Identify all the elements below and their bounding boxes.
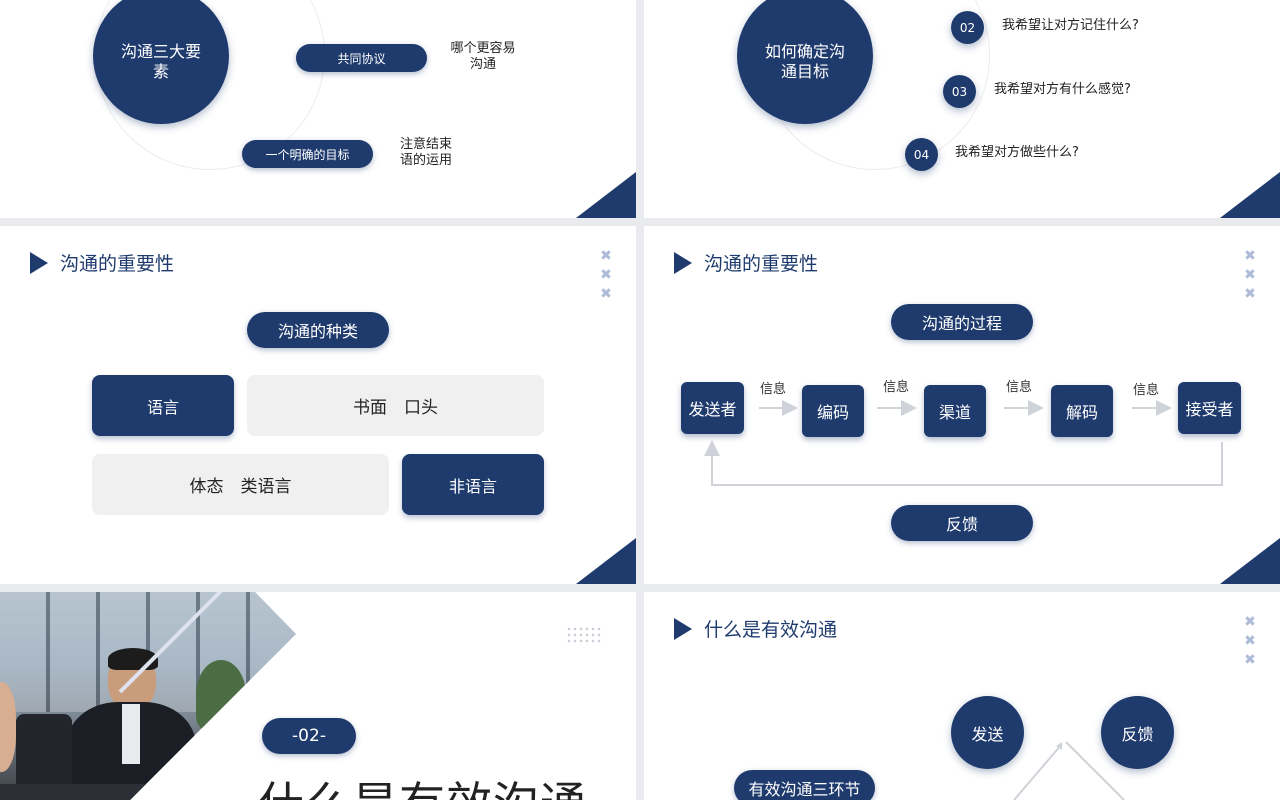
main-circle: 沟通三大要素 bbox=[93, 0, 229, 124]
type-box-label: 语言 bbox=[146, 397, 179, 417]
x-mark-icon: ✖ bbox=[600, 267, 612, 283]
process-node-decode: 解码 bbox=[1051, 385, 1113, 437]
number-badge-04: 04 bbox=[905, 138, 938, 171]
process-arrows bbox=[704, 400, 1223, 486]
point-text-1: 哪个更容易沟通 bbox=[450, 41, 516, 72]
heading-triangle-icon bbox=[674, 617, 692, 640]
dot-grid-decor bbox=[566, 626, 602, 646]
category-pill: 沟通的种类 bbox=[247, 312, 389, 348]
heading-triangle-icon bbox=[30, 251, 48, 274]
main-circle: 如何确定沟通目标 bbox=[737, 0, 873, 124]
point-pill-1: 共同协议 bbox=[296, 44, 427, 72]
section-title: 什么是有效沟通 bbox=[258, 768, 587, 800]
type-box-label: 非语言 bbox=[448, 476, 497, 496]
x-mark-icon: ✖ bbox=[1244, 614, 1256, 630]
point-pill-2-label: 一个明确的目标 bbox=[265, 147, 350, 162]
process-pill-label: 沟通的过程 bbox=[921, 314, 1002, 333]
slide-heading: 沟通的重要性 bbox=[674, 249, 818, 276]
x-mark-icon: ✖ bbox=[1244, 633, 1256, 649]
heading-triangle-icon bbox=[674, 251, 692, 274]
slide-thumbnail-1[interactable]: 沟通三大要素 共同协议 哪个更容易沟通 一个明确的目标 注意结束语的运用 bbox=[0, 0, 636, 218]
x-marks-decor: ✖ ✖ ✖ bbox=[1243, 613, 1257, 670]
type-box-label: 体态 类语言 bbox=[189, 477, 292, 497]
slide-thumbnail-3[interactable]: 沟通的重要性 ✖ ✖ ✖ 沟通的种类 语言 书面 口头 体态 类语言 非语言 bbox=[0, 226, 636, 584]
slide-heading: 沟通的重要性 bbox=[30, 249, 174, 276]
main-circle-label: 如何确定沟通目标 bbox=[764, 42, 845, 81]
x-mark-icon: ✖ bbox=[1244, 267, 1256, 283]
x-mark-icon: ✖ bbox=[600, 248, 612, 264]
cycle-circle-label: 反馈 bbox=[1121, 724, 1154, 744]
corner-triangle bbox=[1220, 538, 1280, 584]
plant-shape bbox=[196, 660, 246, 730]
slide-thumbnail-5[interactable]: -02- 什么是有效沟通 bbox=[0, 592, 636, 800]
type-box-body-paralanguage: 体态 类语言 bbox=[92, 454, 389, 515]
process-node-label: 接受者 bbox=[1185, 400, 1234, 419]
type-box-label: 书面 口头 bbox=[353, 398, 438, 418]
corner-triangle bbox=[576, 538, 636, 584]
process-node-label: 发送者 bbox=[688, 400, 737, 419]
feedback-pill: 反馈 bbox=[891, 505, 1033, 541]
three-steps-pill-label: 有效沟通三环节 bbox=[748, 780, 861, 799]
goal-item-03: 我希望对方有什么感觉? bbox=[994, 82, 1131, 97]
section-photo bbox=[0, 592, 296, 800]
feedback-pill-label: 反馈 bbox=[945, 515, 978, 534]
process-node-channel: 渠道 bbox=[924, 385, 986, 437]
cycle-circle-label: 发送 bbox=[971, 724, 1004, 744]
slide-heading-text: 沟通的重要性 bbox=[60, 253, 175, 275]
corner-triangle bbox=[576, 172, 636, 218]
x-mark-icon: ✖ bbox=[1244, 652, 1256, 668]
x-mark-icon: ✖ bbox=[1244, 248, 1256, 264]
process-node-encode: 编码 bbox=[802, 385, 864, 437]
message-label-4: 信息 bbox=[1133, 383, 1160, 398]
table-surface bbox=[0, 784, 296, 800]
x-mark-icon: ✖ bbox=[600, 286, 612, 302]
number-badge-03: 03 bbox=[943, 75, 976, 108]
type-box-verbal: 语言 bbox=[92, 375, 234, 436]
section-number: -02- bbox=[292, 726, 326, 746]
process-node-receiver: 接受者 bbox=[1178, 382, 1241, 434]
person-shirt bbox=[122, 704, 140, 764]
slide-thumbnail-2[interactable]: 如何确定沟通目标 02 我希望让对方记住什么? 03 我希望对方有什么感觉? 0… bbox=[644, 0, 1280, 218]
type-box-nonverbal: 非语言 bbox=[402, 454, 544, 515]
main-circle-label: 沟通三大要素 bbox=[120, 42, 201, 81]
feedback-loop-arrow bbox=[704, 440, 1223, 486]
x-marks-decor: ✖ ✖ ✖ bbox=[1243, 247, 1257, 304]
process-node-label: 编码 bbox=[816, 403, 849, 422]
goal-item-04: 我希望对方做些什么? bbox=[955, 145, 1079, 160]
section-number-pill: -02- bbox=[262, 718, 356, 754]
point-text-2: 注意结束语的运用 bbox=[400, 137, 453, 168]
message-label-1: 信息 bbox=[760, 382, 787, 397]
number-badge-label: 04 bbox=[913, 147, 930, 162]
three-steps-pill: 有效沟通三环节 bbox=[734, 770, 875, 800]
goal-item-02: 我希望让对方记住什么? bbox=[1002, 18, 1139, 33]
point-pill-1-label: 共同协议 bbox=[337, 51, 386, 66]
type-box-written-oral: 书面 口头 bbox=[247, 375, 544, 436]
slide-heading: 什么是有效沟通 bbox=[674, 615, 837, 642]
process-pill: 沟通的过程 bbox=[891, 304, 1033, 340]
cycle-circle-send: 发送 bbox=[951, 696, 1024, 769]
process-node-label: 渠道 bbox=[938, 403, 971, 422]
x-mark-icon: ✖ bbox=[1244, 286, 1256, 302]
process-node-sender: 发送者 bbox=[681, 382, 744, 434]
number-badge-02: 02 bbox=[951, 11, 984, 44]
slide-heading-text: 沟通的重要性 bbox=[704, 253, 819, 275]
slide-heading-text: 什么是有效沟通 bbox=[704, 619, 838, 641]
cycle-lines bbox=[1013, 741, 1125, 800]
number-badge-label: 03 bbox=[951, 84, 968, 99]
slide-thumbnail-4[interactable]: 沟通的重要性 ✖ ✖ ✖ 沟通的过程 发送者 编码 渠道 解码 接受者 信息 信… bbox=[644, 226, 1280, 584]
number-badge-label: 02 bbox=[959, 20, 976, 35]
slide-thumbnail-6[interactable]: 什么是有效沟通 ✖ ✖ ✖ 发送 反馈 有效沟通三环节 bbox=[644, 592, 1280, 800]
message-label-3: 信息 bbox=[1006, 380, 1033, 395]
category-pill-label: 沟通的种类 bbox=[277, 322, 358, 341]
second-person bbox=[0, 682, 16, 772]
message-label-2: 信息 bbox=[883, 380, 910, 395]
cycle-circle-feedback: 反馈 bbox=[1101, 696, 1174, 769]
corner-triangle bbox=[1220, 172, 1280, 218]
x-marks-decor: ✖ ✖ ✖ bbox=[599, 247, 613, 304]
process-node-label: 解码 bbox=[1065, 403, 1098, 422]
point-pill-2: 一个明确的目标 bbox=[242, 140, 373, 168]
